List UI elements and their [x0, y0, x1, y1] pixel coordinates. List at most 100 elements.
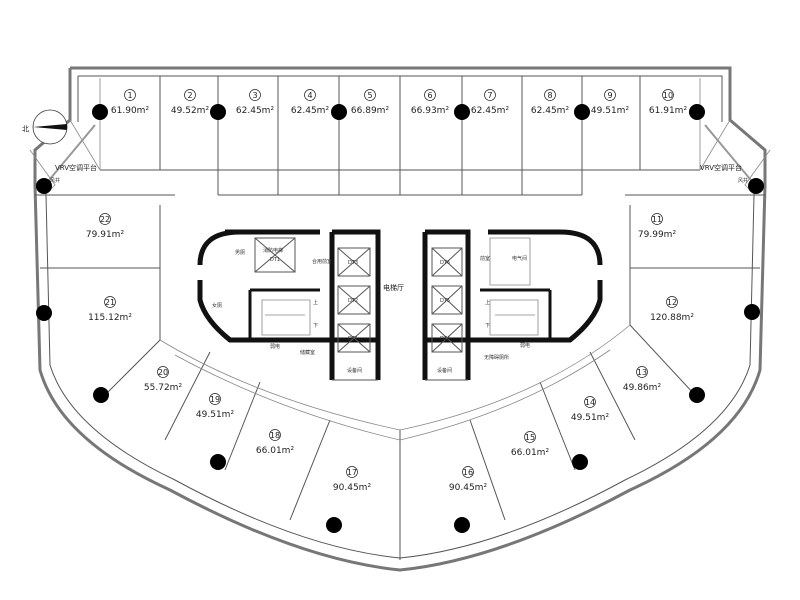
- unit-6: 6 66.93m²: [411, 89, 450, 116]
- unit-4: 4 62.45m²: [291, 89, 330, 116]
- unit-area: 61.91m²: [649, 106, 688, 116]
- unit-number: 9: [607, 91, 612, 100]
- unit-number-circle: [651, 213, 663, 225]
- unit-area: 49.51m²: [591, 106, 630, 116]
- shared-lobby-label: 合用前室: [312, 258, 332, 265]
- unit-area: 90.45m²: [449, 483, 488, 493]
- unit-number-circle: [364, 89, 376, 101]
- unit-number-circle: [99, 213, 111, 225]
- unit-number: 11: [652, 215, 662, 224]
- unit-area: 79.99m²: [638, 230, 677, 240]
- shaft-label: 风井: [738, 177, 748, 184]
- lift-label: DT3: [348, 260, 358, 266]
- lift-label: DT5: [440, 298, 450, 304]
- unit-21: 21 115.12m²: [88, 296, 132, 323]
- unit-number: 20: [158, 368, 168, 377]
- unit-number-circle: [662, 89, 674, 101]
- column-icon: [210, 104, 226, 120]
- electrical-room-label: 电气间: [512, 255, 527, 262]
- unit-area: 55.72m²: [144, 383, 183, 393]
- column-icon: [326, 517, 342, 533]
- core-labels: 消防电梯 DT1 合用前室 男厕 女厕 储藏室 弱电 设备间 DT3 DT2 D…: [50, 177, 748, 374]
- unit-5: 566.89m²: [351, 89, 389, 116]
- unit-number-circle: [124, 89, 136, 101]
- unit-number: 1: [127, 91, 132, 100]
- unit-number: 21: [105, 298, 115, 307]
- unit-number-circle: [636, 366, 648, 378]
- unit-number-circle: [462, 466, 474, 478]
- stair-down-label: 下: [485, 323, 490, 329]
- unit-number-circle: [209, 393, 221, 405]
- units: 161.90m²249.52m²362.45m²462.45m²566.89m²…: [86, 89, 694, 493]
- unit-8: 862.45m²: [531, 89, 569, 116]
- unit-number-circle: [104, 296, 116, 308]
- unit-area: 49.52m²: [171, 106, 210, 116]
- column-icon: [574, 104, 590, 120]
- column-icon: [331, 104, 347, 120]
- unit-number-circle: [484, 89, 496, 101]
- vrv-right-label: VRV空调平台: [700, 163, 742, 172]
- lift-label: DT6: [440, 260, 450, 266]
- lift-label: DT1: [348, 336, 358, 342]
- unit-number: 19: [210, 395, 220, 404]
- unit-number-circle: [346, 466, 358, 478]
- stair-up-label: 上: [485, 299, 490, 306]
- unit-area: 62.45m²: [291, 106, 330, 116]
- unit-2: 249.52m²: [171, 89, 210, 116]
- unit-number: 4: [307, 91, 312, 100]
- unit-11: 11 79.99m²: [638, 213, 677, 240]
- unit-number-circle: [666, 296, 678, 308]
- unit-number: 22: [100, 215, 110, 224]
- unit-area: 66.93m²: [411, 106, 450, 116]
- column-icon: [210, 454, 226, 470]
- unit-number: 10: [663, 91, 673, 100]
- unit-area: 115.12m²: [88, 313, 132, 323]
- unit-number: 7: [487, 91, 492, 100]
- unit-number: 13: [637, 368, 647, 377]
- fire-elevator-label: 消防电梯: [263, 247, 283, 254]
- unit-number-circle: [524, 431, 536, 443]
- unit-19: 19 49.51m²: [196, 393, 235, 420]
- unit-number-circle: [584, 396, 596, 408]
- column-icon: [572, 454, 588, 470]
- unit-number: 6: [427, 91, 432, 100]
- weak-current-right: 弱电: [520, 342, 530, 349]
- unit-area: 49.51m²: [196, 410, 235, 420]
- unit-number: 8: [547, 91, 552, 100]
- unit-number-circle: [269, 429, 281, 441]
- storage-label: 储藏室: [300, 349, 315, 356]
- lift-label: DT4: [440, 336, 450, 342]
- unit-20: 20 55.72m²: [144, 366, 183, 393]
- column-icon: [93, 387, 109, 403]
- north-label: 北: [22, 125, 29, 133]
- unit-3: 362.45m²: [236, 89, 275, 116]
- unit-area: 62.45m²: [471, 106, 510, 116]
- male-wc-label: 男厕: [235, 250, 245, 256]
- unit-area: 62.45m²: [236, 106, 275, 116]
- unit-number-circle: [157, 366, 169, 378]
- shaft-label: 风井: [50, 177, 60, 184]
- unit-area: 120.88m²: [650, 313, 694, 323]
- fire-elevator-code: DT1: [270, 257, 280, 263]
- stair-up-label: 上: [313, 299, 318, 306]
- unit-10: 10 61.91m²: [649, 89, 688, 116]
- column-icon: [689, 104, 705, 120]
- unit-number-circle: [604, 89, 616, 101]
- unit-number: 18: [270, 431, 280, 440]
- unit-area: 49.86m²: [623, 383, 662, 393]
- unit-area: 66.01m²: [511, 448, 550, 458]
- unit-number: 5: [367, 91, 372, 100]
- column-icon: [744, 304, 760, 320]
- column-icon: [454, 104, 470, 120]
- unit-9: 9 49.51m²: [591, 89, 630, 116]
- unit-13: 13 49.86m²: [623, 366, 662, 393]
- unit-number-circle: [249, 89, 261, 101]
- column-icon: [454, 517, 470, 533]
- weak-current-left: 弱电: [270, 343, 280, 350]
